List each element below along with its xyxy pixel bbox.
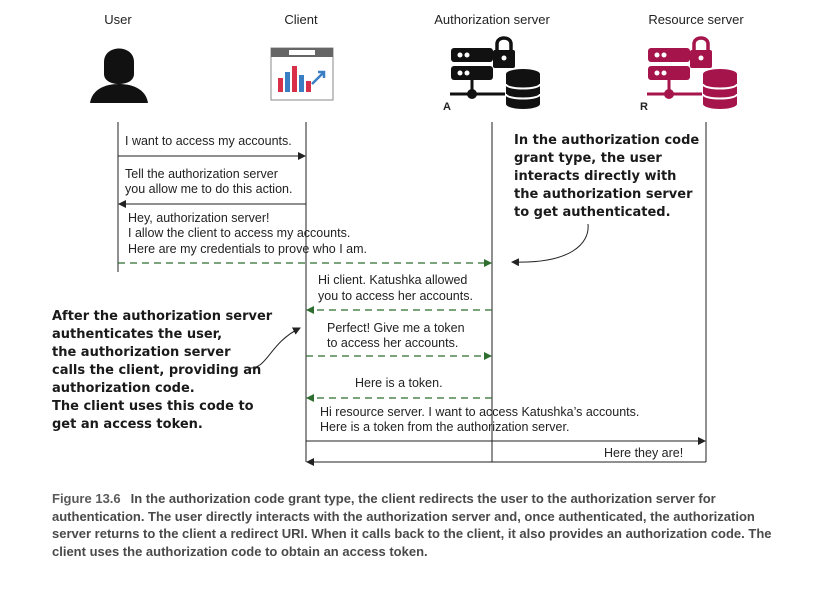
message-3-line-3: Here are my credentials to prove who I a… [128,242,367,256]
note-left-line-2: authenticates the user, [52,327,222,342]
message-7-line-1: Hi resource server. I want to access Kat… [320,405,639,419]
note-left-line-1: After the authorization server [52,309,273,324]
message-3-line-1: Hey, authorization server! [128,211,270,225]
note-right-line-3: interacts directly with [514,169,676,184]
note-right-pointer [511,223,589,267]
note-right-line-1: In the authorization code [514,133,699,148]
participant-client-label: Client [284,12,318,27]
message-8-label: Here they are! [604,446,683,460]
figure-number: Figure 13.6 [52,491,121,506]
note-left-line-7: get an access token. [52,417,203,432]
message-2-line-2: you allow me to do this action. [125,182,292,196]
participant-user-label: User [104,12,132,27]
note-left-pointer [247,327,301,369]
note-right-line-5: to get authenticated. [514,205,671,220]
note-right: In the authorization code grant type, th… [514,133,699,220]
message-5-line-2: to access her accounts. [327,336,458,350]
message-4-line-1: Hi client. Katushka allowed [318,273,467,287]
message-2-line-1: Tell the authorization server [125,167,278,181]
message-3-line-2: I allow the client to access my accounts… [128,226,350,240]
user-icon [90,48,148,103]
note-left: After the authorization server authentic… [52,309,273,432]
note-left-line-4: calls the client, providing an [52,363,261,378]
message-7-line-2: Here is a token from the authorization s… [320,420,569,434]
note-left-line-5: authorization code. [52,381,195,396]
auth-server-tag: A [443,101,451,113]
client-browser-icon [270,47,334,101]
message-6-label: Here is a token. [355,376,443,390]
figure-caption-text: In the authorization code grant type, th… [52,491,772,559]
message-5-line-1: Perfect! Give me a token [327,321,465,335]
note-left-line-6: The client uses this code to [52,399,254,414]
resource-server-tag: R [640,101,648,113]
resource-server-icon [647,36,738,109]
message-4-line-2: you to access her accounts. [318,289,473,303]
note-right-line-4: the authorization server [514,187,693,202]
note-right-line-2: grant type, the user [514,151,662,166]
note-left-line-3: the authorization server [52,345,231,360]
participant-resource-server-label: Resource server [648,12,744,27]
authorization-server-icon [450,36,541,109]
participant-auth-server-label: Authorization server [434,12,550,27]
message-1-label: I want to access my accounts. [125,134,292,148]
